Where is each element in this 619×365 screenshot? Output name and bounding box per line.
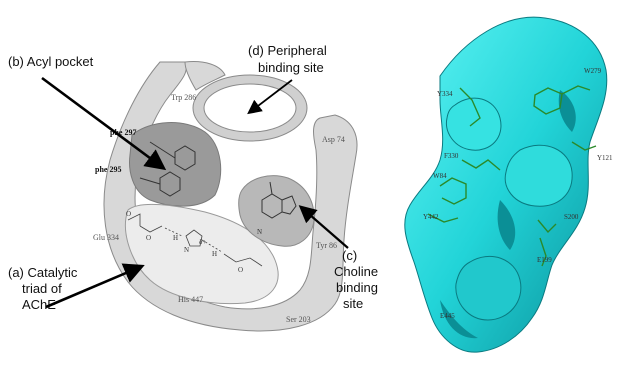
- label-catalytic-2: triad of: [22, 281, 62, 296]
- label-w84: W84: [433, 172, 447, 180]
- delta-plus: δ+: [199, 238, 206, 246]
- o-atom-3: O: [238, 266, 243, 274]
- label-peripheral-2: binding site: [258, 60, 324, 75]
- label-e199: E199: [537, 256, 552, 264]
- label-choline-2: Choline: [334, 264, 378, 279]
- label-choline-4: site: [343, 296, 363, 311]
- surface-lobe-2: [456, 256, 521, 320]
- label-choline-1: (c): [342, 248, 357, 263]
- residue-ser203: Ser 203: [286, 315, 311, 324]
- label-choline-3: binding: [336, 280, 378, 295]
- h-atom-1: H: [173, 234, 178, 242]
- surface-render: W279 Y334 F330 Y121 W84 Y442 S200 E199 E…: [405, 17, 613, 352]
- label-peripheral-1: (d) Peripheral: [248, 43, 327, 58]
- residue-trp286: Trp 286: [171, 93, 196, 102]
- label-s200: S200: [564, 213, 579, 221]
- label-acyl-pocket: (b) Acyl pocket: [8, 54, 94, 69]
- residue-glu334: Glu 334: [93, 233, 119, 242]
- gorge-diagram: N O O H N δ+ H O Trp 286 Asp 74 phe 297 …: [8, 43, 378, 331]
- peripheral-ring-inner: [204, 84, 296, 132]
- h-atom-2: H: [212, 250, 217, 258]
- indole-n-label: N: [257, 228, 262, 236]
- label-catalytic-1: (a) Catalytic: [8, 265, 78, 280]
- surface-lobe-1: [505, 145, 572, 206]
- residue-phe295: phe 295: [95, 165, 121, 174]
- label-y442: Y442: [423, 213, 439, 221]
- o-atom-1: O: [126, 210, 131, 218]
- label-w279: W279: [584, 67, 602, 75]
- residue-tyr86: Tyr 86: [316, 241, 337, 250]
- residue-his447: His 447: [178, 295, 203, 304]
- residue-asp74: Asp 74: [322, 135, 345, 144]
- label-y334: Y334: [437, 90, 453, 98]
- label-f330: F330: [444, 152, 459, 160]
- o-atom-2: O: [146, 234, 151, 242]
- surface-lobe-3: [446, 98, 501, 150]
- label-e445: E445: [440, 312, 455, 320]
- n-atom-1: N: [184, 246, 189, 254]
- label-y121: Y121: [597, 154, 613, 162]
